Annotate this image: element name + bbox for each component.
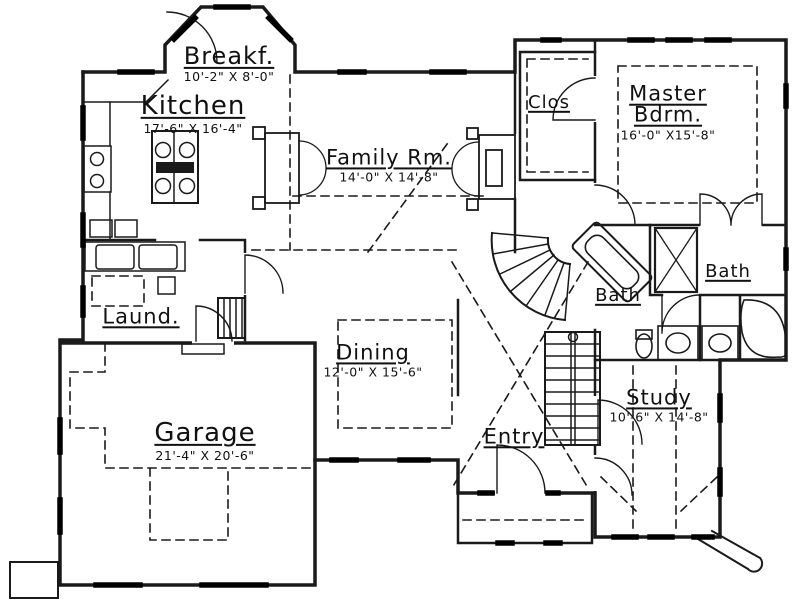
doors bbox=[166, 11, 763, 496]
master-bath-door bbox=[661, 294, 701, 334]
vanity-sink-2 bbox=[701, 325, 739, 361]
washer bbox=[95, 244, 135, 270]
toilet bbox=[635, 329, 653, 359]
kitchen-island bbox=[151, 130, 199, 204]
breakfast-door-arc bbox=[166, 11, 218, 63]
media-center bbox=[451, 127, 516, 211]
front-door bbox=[496, 444, 546, 494]
stairs-straight bbox=[544, 331, 601, 446]
laundry-garage-door bbox=[195, 305, 233, 342]
master-door bbox=[594, 184, 636, 226]
study-entry-door bbox=[594, 457, 633, 496]
stairs-basement bbox=[217, 297, 246, 339]
stoop bbox=[9, 561, 59, 599]
sink bbox=[89, 219, 113, 238]
dryer bbox=[138, 244, 178, 270]
fireplace bbox=[252, 126, 327, 210]
kitchen-fixtures bbox=[82, 78, 199, 241]
garage-step bbox=[181, 343, 225, 355]
vanity-sink bbox=[657, 325, 699, 361]
walkway bbox=[696, 529, 764, 573]
bath-fixtures bbox=[571, 221, 787, 361]
shower bbox=[653, 226, 699, 294]
study-door bbox=[597, 399, 643, 445]
exterior-walls bbox=[58, 5, 788, 587]
windows bbox=[57, 4, 789, 588]
stairs-curved bbox=[490, 231, 572, 322]
kitchen-hall-door bbox=[244, 254, 284, 294]
corner-tub bbox=[740, 299, 787, 359]
master-double-doors bbox=[699, 193, 763, 226]
closet-door bbox=[552, 77, 596, 121]
garden-tub bbox=[571, 221, 653, 303]
laundry-fixtures bbox=[84, 241, 225, 355]
stove bbox=[83, 145, 112, 193]
ceiling-dashed-lines bbox=[69, 58, 758, 541]
